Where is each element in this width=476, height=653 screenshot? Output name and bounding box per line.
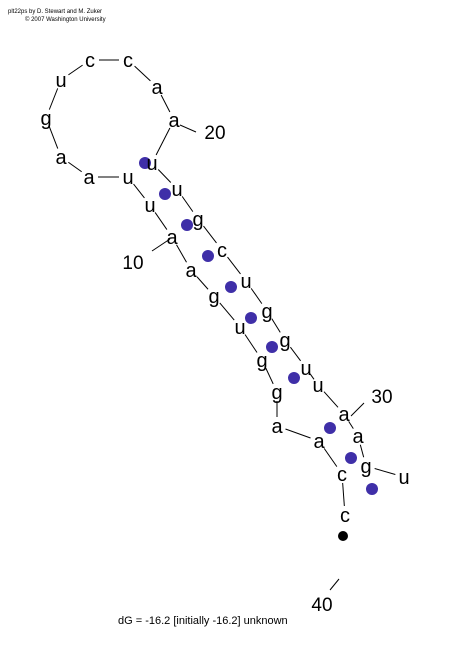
position-label: 30	[371, 387, 392, 408]
nucleotide: u	[234, 317, 245, 339]
base-pair-dot	[366, 483, 378, 495]
position-label: 40	[311, 595, 332, 616]
nucleotide: g	[261, 301, 272, 323]
nucleotide: a	[352, 426, 364, 448]
energy-footer: dG = -16.2 [initially -16.2] unknown	[118, 615, 288, 627]
backbone-segment	[154, 212, 168, 230]
backbone-segment	[265, 367, 274, 385]
nucleotide: a	[166, 227, 178, 249]
nucleotide: a	[151, 77, 163, 99]
nucleotide: g	[192, 209, 203, 231]
nucleotide: u	[55, 70, 66, 92]
base-pair-dot	[345, 452, 357, 464]
nucleotide: u	[240, 271, 251, 293]
nucleotide: g	[40, 108, 51, 130]
nucleotide: g	[271, 382, 282, 404]
credit-line-1: plt22ps by D. Stewart and M. Zuker	[8, 9, 102, 15]
nucleotide: u	[146, 153, 157, 175]
nucleotide: u	[171, 179, 182, 201]
backbone-segment	[227, 256, 241, 275]
backbone-segment	[68, 64, 83, 76]
nucleotide: g	[360, 456, 371, 478]
nucleotide: a	[83, 167, 95, 189]
backbone-lines	[48, 59, 396, 507]
backbone-segment	[203, 225, 217, 244]
nucleotide: c	[85, 50, 95, 72]
backbone-segment	[219, 302, 235, 321]
backbone-segment	[181, 196, 194, 212]
nucleotide: c	[337, 464, 347, 486]
nucleotide: a	[168, 110, 180, 132]
backbone-segment	[160, 94, 171, 113]
nucleotide: a	[338, 404, 350, 426]
base-pair-dot	[245, 312, 257, 324]
backbone-segment	[176, 244, 187, 263]
nucleotide: a	[55, 147, 67, 169]
nucleotide: c	[340, 505, 350, 527]
base-pair-dot	[181, 219, 193, 231]
nucleotide: g	[279, 330, 290, 352]
tick-connector	[179, 124, 197, 133]
backbone-segment	[48, 126, 59, 149]
backbone-segment	[342, 482, 345, 507]
position-ticks: 10 20 30 40	[122, 123, 392, 616]
base-pair-dot	[266, 341, 278, 353]
nucleotide: u	[312, 375, 323, 397]
backbone-segment	[323, 391, 339, 408]
backbone-segment	[134, 65, 151, 82]
tick-connector	[350, 402, 365, 417]
base-pair-dot	[225, 281, 237, 293]
position-label: 10	[122, 253, 143, 274]
nucleotide: a	[313, 431, 325, 453]
backbone-segment	[250, 288, 263, 304]
nucleotide: a	[271, 416, 283, 438]
backbone-segment	[323, 448, 338, 467]
base-pair-dot	[202, 250, 214, 262]
nucleotide: u	[144, 195, 155, 217]
nucleotide: u	[398, 467, 409, 489]
backbone-segment	[244, 334, 258, 353]
tick-connector	[329, 578, 340, 591]
base-pair-dot	[288, 372, 300, 384]
nucleotide: a	[185, 260, 197, 282]
backbone-segment	[196, 276, 209, 290]
backbone-segment	[348, 421, 354, 429]
backbone-segment	[68, 161, 82, 173]
position-label: 20	[204, 123, 225, 144]
nucleotide: c	[217, 240, 227, 262]
backbone-segment	[374, 468, 396, 475]
nucleotide: c	[123, 50, 133, 72]
backbone-segment	[359, 444, 365, 458]
base-pair-dot	[159, 188, 171, 200]
nucleotide: g	[256, 350, 267, 372]
backbone-segment	[157, 169, 172, 183]
backbone-segment	[271, 318, 281, 333]
backbone-segment	[285, 428, 311, 439]
backbone-segment	[133, 183, 145, 199]
base-pair-dot	[139, 157, 151, 169]
base-pair-dots	[139, 157, 378, 495]
base-pair-dot	[324, 422, 336, 434]
backbone-segment	[309, 373, 315, 380]
tick-connector	[151, 238, 171, 252]
nucleotide: g	[208, 286, 219, 308]
nucleotide: u	[300, 358, 311, 380]
backbone-segment	[48, 88, 59, 110]
backbone-segment	[155, 127, 171, 156]
nucleotide: u	[122, 167, 133, 189]
five-prime-end-marker	[338, 531, 348, 541]
credit-line-2: © 2007 Washington University	[25, 16, 106, 23]
backbone-segment	[289, 346, 302, 362]
